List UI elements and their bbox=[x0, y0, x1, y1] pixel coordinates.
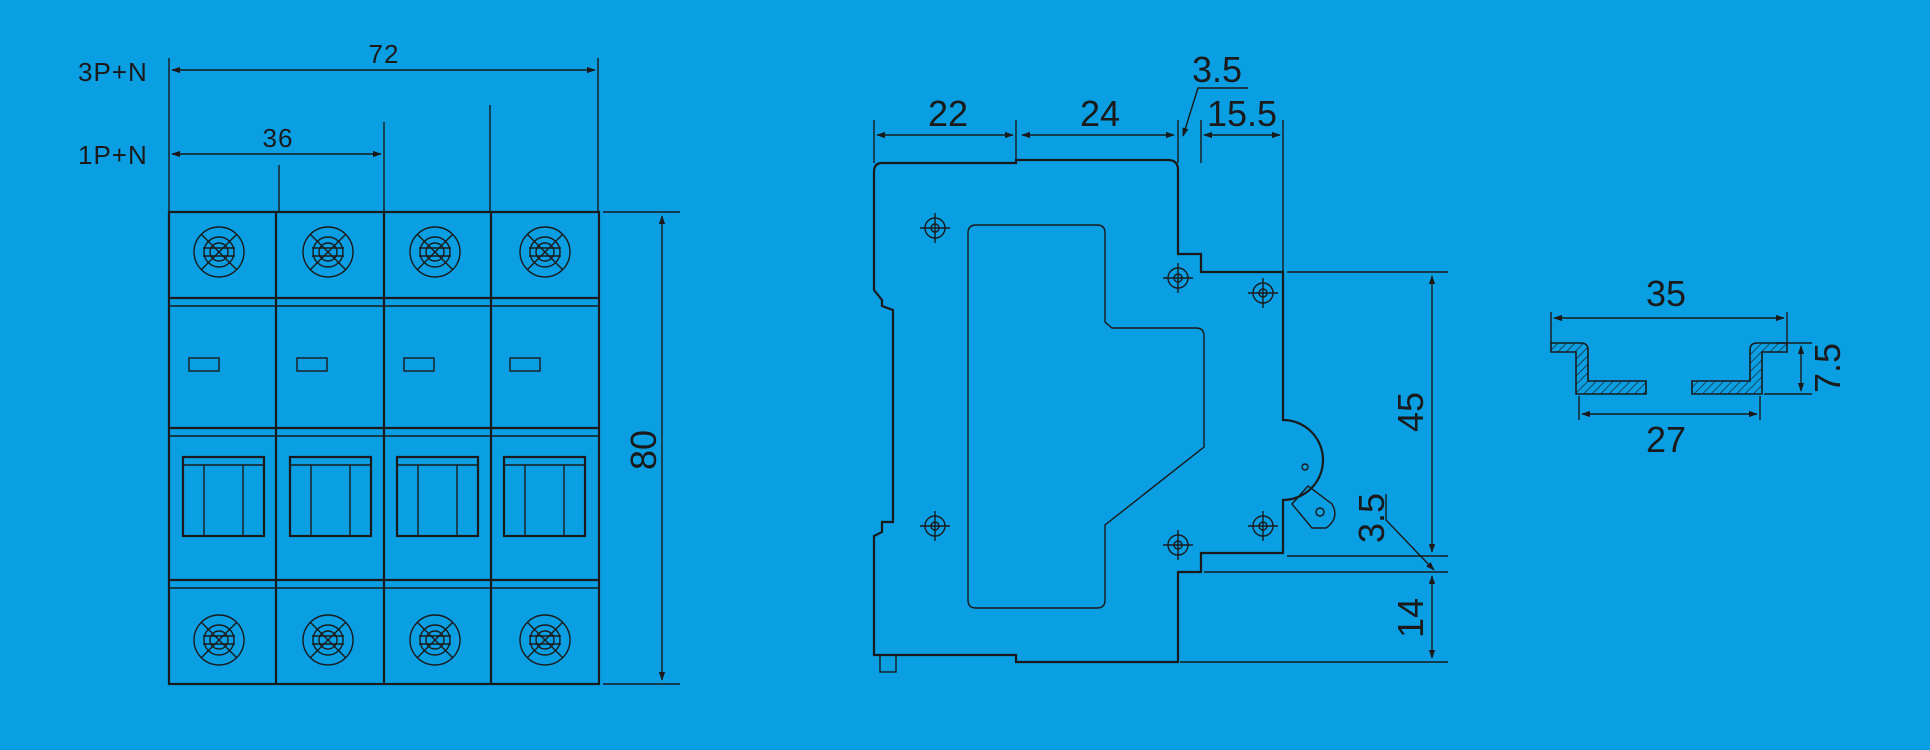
mounting-hole-icon bbox=[1162, 529, 1194, 561]
terminal-screw-icon bbox=[519, 226, 571, 278]
side-view: 22 24 3.5 15.5 bbox=[872, 49, 1448, 673]
mounting-hole-icon bbox=[1162, 262, 1194, 294]
dim-27: 27 bbox=[1646, 419, 1686, 460]
mounting-hole-icon bbox=[1247, 510, 1279, 542]
pole-label-1p-n: 1P+N bbox=[78, 140, 148, 170]
dim-45: 45 bbox=[1390, 392, 1431, 432]
terminal-screw-icon bbox=[302, 614, 354, 666]
din-rail-section bbox=[1550, 342, 1647, 395]
terminal-screw-icon bbox=[409, 226, 461, 278]
pole-label-3p-n: 3P+N bbox=[78, 57, 148, 87]
dim-35: 35 bbox=[1646, 273, 1686, 314]
terminal-screw-icon bbox=[519, 614, 571, 666]
mounting-hole-icon bbox=[919, 212, 951, 244]
dim-24: 24 bbox=[1080, 93, 1120, 134]
terminal-screw-icon bbox=[302, 226, 354, 278]
din-rail-profile: 35 7.5 27 bbox=[1550, 273, 1848, 460]
breaker-side-profile bbox=[872, 158, 1325, 664]
mounting-hole-icon bbox=[919, 510, 951, 542]
dim-36: 36 bbox=[263, 123, 294, 153]
dim-80: 80 bbox=[623, 430, 664, 470]
indicator-window bbox=[188, 357, 220, 372]
dim-22: 22 bbox=[928, 93, 968, 134]
indicator-window bbox=[296, 357, 328, 372]
dim-72: 72 bbox=[369, 39, 400, 69]
terminal-screw-icon bbox=[409, 614, 461, 666]
dim-7-5: 7.5 bbox=[1807, 343, 1848, 393]
terminal-screw-icon bbox=[193, 226, 245, 278]
mounting-hole-icon bbox=[1247, 277, 1279, 309]
dim-14: 14 bbox=[1390, 598, 1431, 638]
dim-3-5-top: 3.5 bbox=[1192, 49, 1242, 90]
indicator-window bbox=[403, 357, 435, 372]
dim-3-5-bottom: 3.5 bbox=[1351, 493, 1392, 543]
indicator-window bbox=[509, 357, 541, 372]
toggle-handles bbox=[181, 455, 587, 538]
terminal-screw-icon bbox=[193, 614, 245, 666]
dim-15-5: 15.5 bbox=[1207, 93, 1277, 134]
front-view: 3P+N 1P+N 72 36 bbox=[78, 39, 680, 686]
